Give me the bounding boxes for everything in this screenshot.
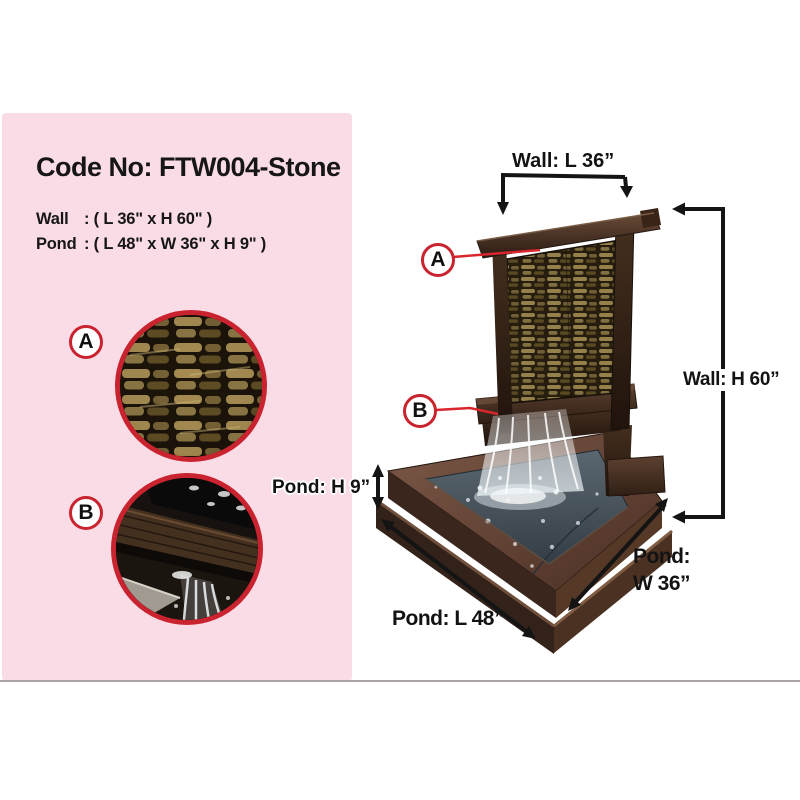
dimension-lines	[376, 173, 725, 637]
waterfall-streaks	[484, 411, 579, 495]
leader-a	[452, 248, 541, 259]
water-wall	[475, 208, 666, 497]
top-cap-highlight	[476, 212, 655, 242]
plinth-face-right	[554, 531, 672, 653]
wall-h-bracket	[684, 207, 725, 519]
left-rail	[492, 238, 513, 434]
wall-l-right-drop	[623, 176, 628, 188]
pond-spec-row: Pond : ( L 48" x W 36" x H 9" )	[36, 232, 266, 257]
diagram-marker-a: A	[421, 243, 455, 277]
spout-waterfall-closeup-photo	[116, 478, 258, 620]
dim-pond-height: Pond: H 9”	[272, 477, 371, 498]
callout-a-photo	[115, 310, 267, 462]
product-code-title: Code No: FTW004-Stone	[36, 152, 341, 182]
pond-l-line	[384, 521, 533, 637]
pond-base	[375, 471, 673, 654]
dim-pond-length: Pond: L 48”	[392, 607, 504, 630]
dim-wall-height: Wall: H 60”	[680, 369, 783, 391]
callout-b-photo	[111, 473, 263, 625]
callout-leaders	[435, 248, 541, 416]
plinth-edge-left	[375, 498, 555, 628]
wood-beam	[116, 504, 258, 574]
dim-wall-length: Wall: L 36”	[512, 150, 615, 172]
callout-b-badge: B	[69, 496, 103, 530]
info-panel: Code No: FTW004-Stone Wall : ( L 36" x H…	[2, 113, 352, 681]
wall-foot-beam	[606, 455, 666, 497]
pond-w-line	[569, 502, 667, 609]
wall-spec-row: Wall : ( L 36" x H 60" )	[36, 207, 266, 232]
top-cap-end	[640, 208, 661, 228]
wall-l-top	[500, 173, 626, 179]
rim-inner-edge	[425, 478, 629, 565]
diagram-marker-b: B	[403, 394, 437, 428]
plinth-face-left	[376, 500, 554, 654]
bottom-divider-line	[0, 680, 800, 682]
pond-spec-value: : ( L 48" x W 36" x H 9" )	[84, 235, 267, 253]
dim-pond-width-line1: Pond:	[633, 545, 690, 568]
dim-pond-width-line2: W 36”	[633, 572, 691, 595]
leader-b	[435, 406, 499, 416]
rim-face-left	[388, 471, 556, 618]
dim-pond-width: Pond: W 36”	[633, 543, 691, 597]
stone-panel-seam	[565, 248, 572, 399]
waterfall-sheet	[477, 409, 584, 496]
wall-spec-value: : ( L 36" x H 60" )	[84, 210, 212, 228]
wall-spec-label: Wall	[36, 210, 69, 228]
stone-texture-closeup-photo	[120, 315, 262, 457]
arrowheads	[372, 186, 685, 639]
spec-list: Wall : ( L 36" x H 60" ) Pond : ( L 48" …	[36, 207, 266, 257]
callout-a-badge: A	[69, 325, 103, 359]
plinth-edge-right	[553, 529, 673, 628]
rim-face-right	[556, 501, 662, 618]
pond-spec-label: Pond	[36, 235, 77, 253]
